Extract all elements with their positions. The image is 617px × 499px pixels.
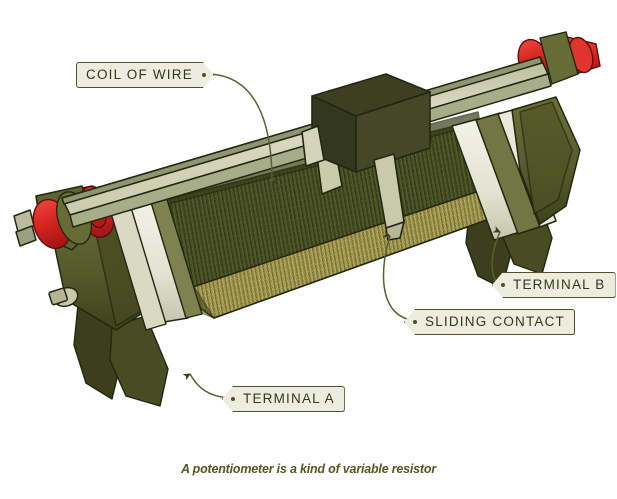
callout-terminal-b-label: TERMINAL B bbox=[513, 277, 606, 292]
callout-eyelet-icon bbox=[202, 73, 206, 77]
callout-eyelet-icon bbox=[231, 397, 235, 401]
figure-caption: A potentiometer is a kind of variable re… bbox=[181, 462, 436, 476]
callout-terminal-a-label: TERMINAL A bbox=[243, 391, 335, 406]
leader-sliding-contact bbox=[382, 230, 411, 321]
callout-terminal-b[interactable]: TERMINAL B bbox=[492, 272, 616, 298]
callout-eyelet-icon bbox=[501, 283, 505, 287]
leader-coil-of-wire bbox=[205, 73, 279, 186]
leader-terminal-a bbox=[182, 373, 229, 399]
callout-eyelet-icon bbox=[413, 320, 417, 324]
callout-coil-of-wire-label: COIL OF WIRE bbox=[86, 67, 193, 82]
callout-sliding-contact-label: SLIDING CONTACT bbox=[425, 314, 566, 329]
callout-sliding-contact[interactable]: SLIDING CONTACT bbox=[404, 309, 576, 335]
callout-terminal-a[interactable]: TERMINAL A bbox=[222, 386, 345, 412]
right-end-rings bbox=[451, 96, 581, 241]
sliding-contact-block bbox=[301, 73, 431, 241]
right-terminal-collar bbox=[539, 31, 579, 85]
leader-lines bbox=[182, 73, 501, 399]
callout-coil-of-wire[interactable]: COIL OF WIRE bbox=[76, 62, 214, 88]
